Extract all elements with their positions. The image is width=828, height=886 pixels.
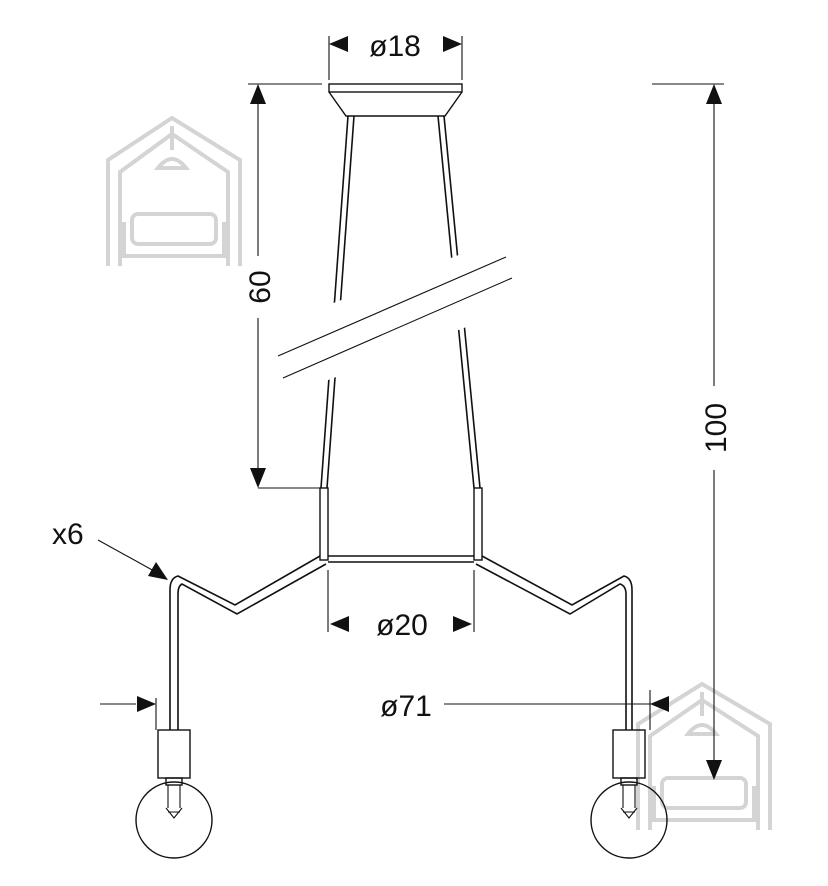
dimension-total-height: 100 [652, 83, 733, 780]
arm-right [475, 555, 633, 730]
dimension-rod-length: 60 [244, 83, 322, 489]
rod-break-lines [275, 239, 525, 391]
canopy-diameter-label: ø18 [369, 30, 421, 63]
center-hub [319, 487, 483, 563]
span-diameter-label: ø71 [380, 690, 432, 723]
socket-left [157, 729, 191, 786]
total-height-label: 100 [700, 403, 733, 453]
watermark-logo-left [106, 115, 242, 266]
rod-length-label: 60 [244, 270, 277, 303]
dimension-span-diameter: ø71 [100, 690, 669, 730]
dimension-canopy-diameter: ø18 [328, 30, 463, 80]
watermark-logo-right [636, 681, 772, 830]
bulb-right [590, 781, 668, 859]
arm-count-label: x6 [52, 518, 84, 551]
bulb-left [135, 781, 213, 859]
arm-left [169, 555, 327, 730]
ceiling-canopy [328, 83, 463, 117]
dimension-center-diameter: ø20 [327, 570, 475, 642]
arm-count-callout: x6 [52, 518, 168, 580]
socket-right [612, 729, 646, 786]
center-diameter-label: ø20 [376, 609, 428, 642]
